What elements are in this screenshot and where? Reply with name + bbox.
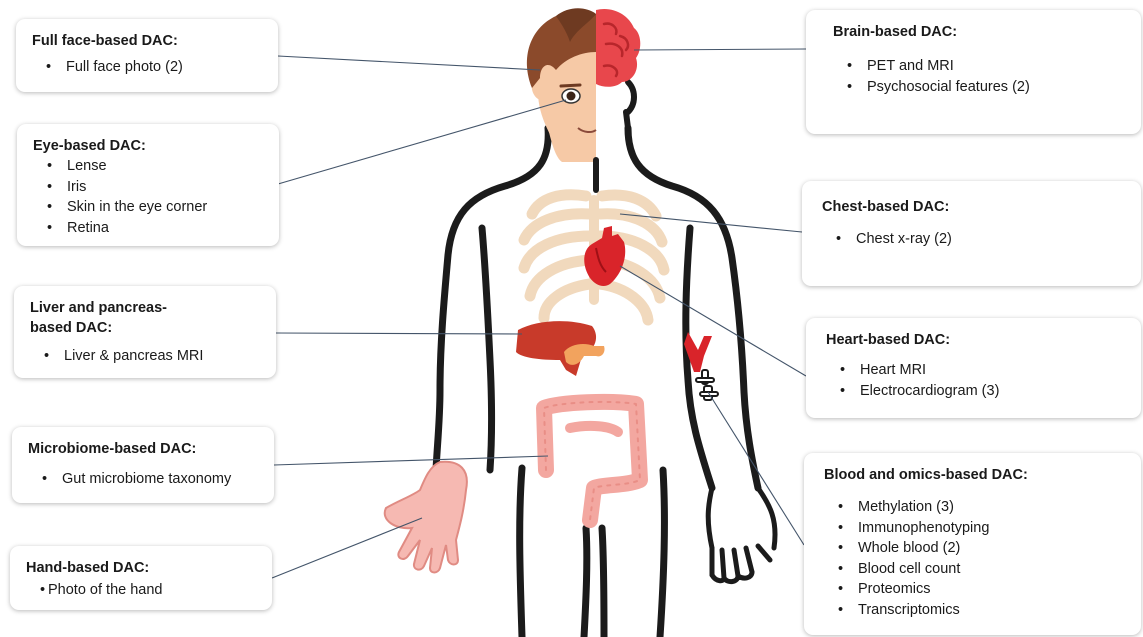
connector-blood <box>708 392 804 545</box>
card-title: Liver and pancreas- based DAC: <box>30 298 262 338</box>
card-title: Heart-based DAC: <box>826 330 1127 350</box>
card-heart: Heart-based DAC: Heart MRI Electrocardio… <box>806 318 1141 418</box>
card-list: Lense Iris Skin in the eye corner Retina <box>33 156 265 238</box>
card-blood-omics: Blood and omics-based DAC: Methylation (… <box>804 453 1141 635</box>
card-microbiome: Microbiome-based DAC: Gut microbiome tax… <box>12 427 274 503</box>
list-item: Retina <box>33 218 265 239</box>
card-title: Brain-based DAC: <box>833 22 1127 42</box>
list-item: Lense <box>33 156 265 177</box>
card-full-face: Full face-based DAC: Full face photo (2) <box>16 19 278 92</box>
card-title-line-1: Liver and pancreas- <box>30 298 262 318</box>
connector-eye <box>278 100 566 184</box>
list-item: Chest x-ray (2) <box>822 229 1127 250</box>
card-list: Full face photo (2) <box>32 57 264 78</box>
card-list: Liver & pancreas MRI <box>30 346 262 367</box>
list-item: Liver & pancreas MRI <box>30 346 262 367</box>
card-list: PET and MRI Psychosocial features (2) <box>833 56 1127 97</box>
left-hand <box>385 462 467 573</box>
connector-hand <box>272 518 422 578</box>
card-hand: Hand-based DAC: Photo of the hand <box>10 546 272 610</box>
list-item: PET and MRI <box>833 56 1127 77</box>
card-eye: Eye-based DAC: Lense Iris Skin in the ey… <box>17 124 279 246</box>
card-liver-pancreas: Liver and pancreas- based DAC: Liver & p… <box>14 286 276 378</box>
connector-full-face <box>278 56 540 70</box>
card-title: Full face-based DAC: <box>32 31 264 51</box>
pancreas <box>564 344 605 365</box>
list-item: Electrocardiogram (3) <box>826 381 1127 402</box>
card-title: Eye-based DAC: <box>33 136 265 156</box>
connector-liver <box>276 333 522 334</box>
card-list: Methylation (3) Immunophenotyping Whole … <box>824 497 1127 620</box>
card-title-line-2: based DAC: <box>30 318 262 338</box>
card-title: Chest-based DAC: <box>822 197 1127 217</box>
card-title: Hand-based DAC: <box>26 558 258 578</box>
list-item: Gut microbiome taxonomy <box>28 469 260 490</box>
list-item: Immunophenotyping <box>824 518 1127 539</box>
card-list: Gut microbiome taxonomy <box>28 469 260 490</box>
connector-microbiome <box>274 456 548 465</box>
card-list: Photo of the hand <box>26 580 258 601</box>
list-item: Blood cell count <box>824 559 1127 580</box>
card-brain: Brain-based DAC: PET and MRI Psychosocia… <box>806 10 1141 134</box>
list-item: Skin in the eye corner <box>33 197 265 218</box>
list-item: Full face photo (2) <box>32 57 264 78</box>
face <box>527 8 596 162</box>
card-title: Blood and omics-based DAC: <box>824 465 1127 485</box>
list-item: Transcriptomics <box>824 600 1127 621</box>
card-chest: Chest-based DAC: Chest x-ray (2) <box>802 181 1141 286</box>
card-title: Microbiome-based DAC: <box>28 439 260 459</box>
card-list: Chest x-ray (2) <box>822 229 1127 250</box>
brain <box>596 9 640 87</box>
list-item: Whole blood (2) <box>824 538 1127 559</box>
list-item: Proteomics <box>824 579 1127 600</box>
list-item: Heart MRI <box>826 360 1127 381</box>
list-item: Methylation (3) <box>824 497 1127 518</box>
list-item: Photo of the hand <box>26 580 258 601</box>
card-list: Heart MRI Electrocardiogram (3) <box>826 360 1127 401</box>
connector-brain <box>634 49 806 50</box>
intestine <box>544 402 640 520</box>
right-hand-outline <box>708 488 775 582</box>
list-item: Psychosocial features (2) <box>833 77 1127 98</box>
list-item: Iris <box>33 177 265 198</box>
